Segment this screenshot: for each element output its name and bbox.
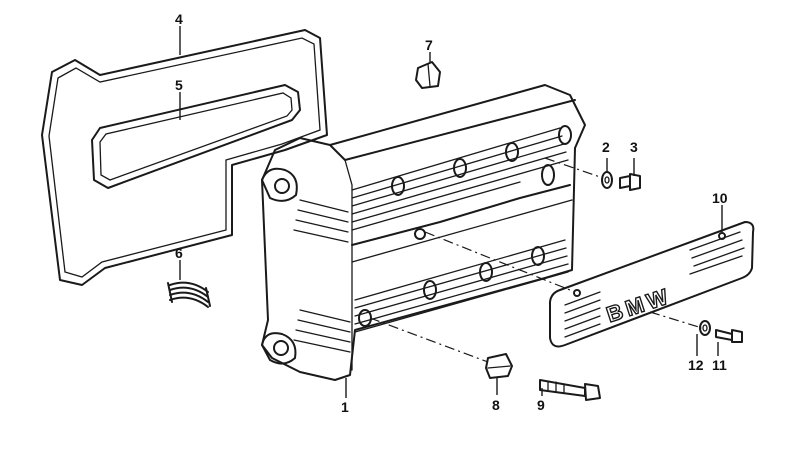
callout-5: 5 [175,77,183,93]
trim-plate-part-10: BMW [549,221,755,348]
bolt-part-8 [485,353,513,379]
callout-3: 3 [630,139,638,155]
valve-cover-part-1 [261,84,586,381]
callout-12: 12 [688,357,704,373]
spring-part-6 [167,281,211,308]
callout-numbers: 1 2 3 4 5 6 7 8 9 10 11 12 [175,11,728,415]
callout-1: 1 [341,399,349,415]
bmw-logo-text: BMW [603,283,674,327]
screw-part-11 [715,329,743,343]
callout-6: 6 [175,245,183,261]
washer-part-2 [601,171,613,189]
callout-2: 2 [602,139,610,155]
inner-gasket-part-5 [91,84,301,189]
assembly-lines [369,157,703,363]
callout-8: 8 [492,397,500,413]
bolt-part-3 [619,173,641,191]
callout-11: 11 [712,357,727,373]
leader-lines [179,26,723,398]
callout-9: 9 [537,397,545,413]
callout-7: 7 [425,37,433,53]
clip-part-7 [415,61,441,89]
callout-4: 4 [175,11,183,27]
bolt-part-9 [539,379,601,401]
washer-part-12 [699,320,711,336]
callout-10: 10 [712,190,728,206]
outer-gasket-part-4 [41,29,328,286]
